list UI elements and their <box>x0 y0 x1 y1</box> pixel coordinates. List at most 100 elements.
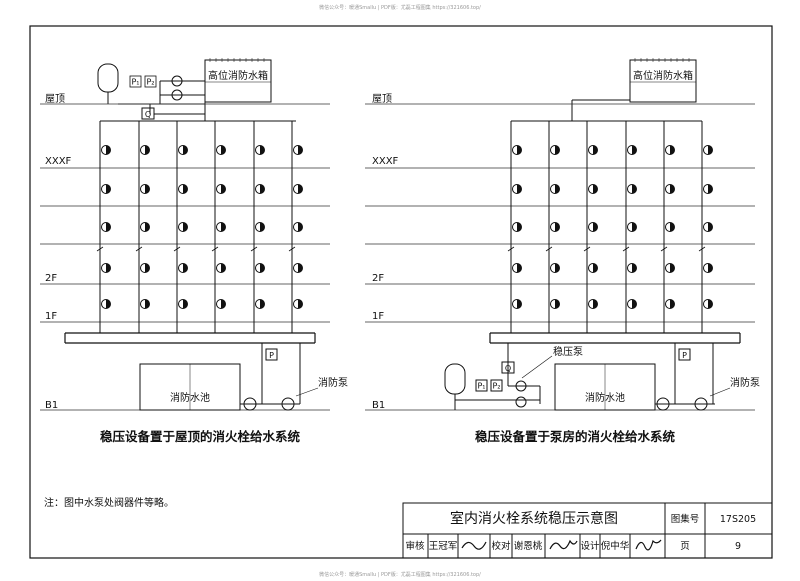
hydrant-fill <box>145 145 150 155</box>
right-riser-grid <box>507 120 713 333</box>
fire-pump-icon <box>281 397 295 411</box>
hydrant-fill <box>517 222 522 232</box>
hydrant-fill <box>221 222 226 232</box>
hydrant-fill <box>517 145 522 155</box>
left-floor-b1: B1 <box>45 400 58 411</box>
break-mark <box>507 246 515 252</box>
hydrant-fill <box>298 222 303 232</box>
hydrant-fill <box>593 299 598 309</box>
hydrant-fill <box>632 145 637 155</box>
fire-pump-icon <box>243 397 257 411</box>
hydrant-fill <box>555 299 560 309</box>
hydrant-fill <box>517 184 522 194</box>
hydrant-fill <box>106 184 111 194</box>
left-floor-roof: 屋顶 <box>45 93 65 105</box>
hydrant-fill <box>221 299 226 309</box>
checker-name: 谢恩桃 <box>514 540 543 552</box>
hydrant-fill <box>260 263 265 273</box>
hydrant-fill <box>298 145 303 155</box>
svg-text:Q: Q <box>505 364 511 373</box>
break-mark <box>622 246 630 252</box>
design-label: 设计 <box>580 540 600 552</box>
svg-text:P₁: P₁ <box>131 78 139 87</box>
hydrant-fill <box>593 184 598 194</box>
hydrant-fill <box>106 299 111 309</box>
gauge-p1 <box>129 75 142 88</box>
break-mark <box>135 246 143 252</box>
hydrant-fill <box>708 145 713 155</box>
hydrant-fill <box>632 222 637 232</box>
hydrant-fill <box>670 299 675 309</box>
review-label: 审核 <box>405 540 425 552</box>
hydrant-fill <box>183 222 188 232</box>
gauge-p2 <box>144 75 157 88</box>
reviewer-signature <box>461 541 487 550</box>
break-mark <box>211 246 219 252</box>
svg-text:Q: Q <box>145 110 151 119</box>
hydrant-fill <box>670 222 675 232</box>
break-mark <box>250 246 258 252</box>
watermark-top: 微信公众号：暖通Smallu | PDF版：尤磊工程图集 https://321… <box>319 5 481 11</box>
hydrant-fill <box>260 145 265 155</box>
hydrant-fill <box>145 263 150 273</box>
hydrant-fill <box>221 145 226 155</box>
hydrant-fill <box>183 263 188 273</box>
left-floor-lines <box>40 103 330 411</box>
checker-signature <box>549 539 578 550</box>
hydrant-fill <box>183 145 188 155</box>
right-pump-label: 消防泵 <box>730 376 760 389</box>
flow-meter <box>501 361 515 374</box>
right-booster-label: 稳压泵 <box>553 345 583 358</box>
left-riser-grid <box>96 121 303 333</box>
break-mark <box>545 246 553 252</box>
left-caption: 稳压设备置于屋顶的消火栓给水系统 <box>100 429 301 444</box>
fire-pump-icon <box>656 397 670 411</box>
svg-text:P: P <box>269 351 274 360</box>
left-floor-2f: 2F <box>45 273 57 284</box>
right-floor-lines <box>365 103 755 411</box>
hydrant-fill <box>555 145 560 155</box>
hydrant-fill <box>145 299 150 309</box>
drawing-frame <box>29 25 773 559</box>
hydrant-fill <box>670 263 675 273</box>
hydrant-fill <box>183 184 188 194</box>
hydrant-fill <box>260 222 265 232</box>
hydrant-fill <box>555 222 560 232</box>
hydrant-fill <box>670 145 675 155</box>
hydrant-fill <box>260 184 265 194</box>
hydrant-fill <box>632 299 637 309</box>
right-pool-label: 消防水池 <box>585 391 625 404</box>
check-label: 校对 <box>491 540 511 552</box>
high-level-tank <box>629 59 697 103</box>
pressure-switch <box>265 348 278 361</box>
atlas-label: 图集号 <box>671 513 700 525</box>
hydrant-fill <box>298 299 303 309</box>
break-mark <box>698 246 706 252</box>
hydrant-fill <box>517 299 522 309</box>
hydrant-fill <box>183 299 188 309</box>
hydrant-fill <box>708 184 713 194</box>
hydrant-fill <box>298 184 303 194</box>
hydrant-fill <box>593 222 598 232</box>
hydrant-fill <box>555 263 560 273</box>
left-tank-label: 高位消防水箱 <box>208 69 268 82</box>
hydrant-fill <box>708 263 713 273</box>
hydrant-fill <box>593 263 598 273</box>
booster-pump-icon <box>515 396 527 408</box>
hydrant-fill <box>106 263 111 273</box>
gauge-p2 <box>490 379 503 392</box>
right-floor-b1: B1 <box>372 400 385 411</box>
right-floor-2f: 2F <box>372 273 384 284</box>
hydrant-fill <box>260 299 265 309</box>
hydrant-fill <box>593 145 598 155</box>
designer-name: 倪中华 <box>601 540 630 552</box>
hydrant-fill <box>221 263 226 273</box>
drawing-title: 室内消火栓系统稳压示意图 <box>450 510 618 527</box>
hydrant-fill <box>517 263 522 273</box>
right-tank-label: 高位消防水箱 <box>633 69 693 82</box>
note-text: 注：图中水泵处阀器件等略。 <box>44 496 174 509</box>
page-label: 页 <box>680 541 690 552</box>
title-block <box>402 502 773 559</box>
hydrant-fill <box>670 184 675 194</box>
